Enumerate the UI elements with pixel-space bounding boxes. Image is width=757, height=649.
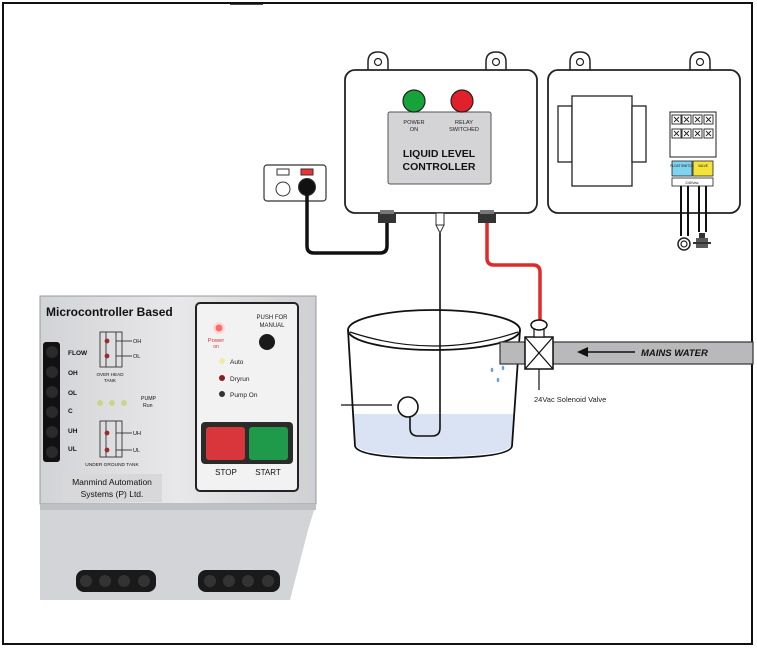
start-button (249, 427, 288, 460)
mains-water-pipe: MAINS WATER (499, 341, 754, 365)
tank-body (347, 329, 521, 459)
float-switch-terminal (671, 160, 693, 177)
power-on-label-1: POWER (403, 120, 424, 126)
valve-symbol-icon (693, 233, 711, 248)
power-outlet (263, 164, 327, 202)
pump-on-led (219, 391, 225, 397)
tank-water (352, 414, 515, 456)
valve-terminal (692, 160, 714, 177)
float-ball (397, 396, 419, 418)
relay-transformer-unit: FLOAT SWITCH VALVE 240Vac (547, 51, 741, 251)
terminal-oh-label: OH (68, 370, 78, 377)
controller-mount-tab-left (367, 51, 389, 70)
push-manual-label-1: PUSH FOR (256, 315, 288, 321)
stop-label: STOP (215, 468, 237, 477)
pump-on-label: Pump On (230, 392, 258, 399)
relay-switched-label-1: RELAY (455, 120, 473, 126)
pump-run-label-1: PUMP (141, 396, 157, 402)
transformer-core-left (557, 105, 573, 163)
solenoid-valve: 24Vac Solenoid Valve (524, 319, 606, 404)
voltage-terminal-label: 240Vac (685, 180, 698, 185)
power-cable (305, 195, 389, 255)
pump-run-led-2 (109, 400, 115, 406)
transformer-body (571, 95, 633, 187)
tank-oh-label: OH (133, 339, 141, 345)
terminal-ul-label: UL (68, 446, 77, 453)
push-manual-label-2: MANUAL (259, 323, 285, 329)
float-sensor-cable (409, 233, 441, 437)
power-on-led (402, 89, 426, 113)
terminal-uh-label: UH (68, 428, 78, 435)
side-terminal-screws (43, 342, 60, 462)
stop-button (206, 427, 245, 460)
auto-label: Auto (230, 359, 244, 366)
water-tank (341, 233, 521, 459)
manual-push-button (259, 334, 275, 350)
controller-title-line-1: LIQUID LEVEL (403, 148, 476, 160)
dryrun-label: Dryrun (230, 376, 250, 383)
relay-switched-label-2: SWITCHED (449, 127, 479, 133)
water-drops (490, 365, 505, 383)
pump-run-led-3 (121, 400, 127, 406)
tank-ol-label: OL (133, 354, 140, 360)
overhead-tank-label-2: TANK (104, 378, 117, 383)
product-heading: Microcontroller Based (46, 305, 173, 319)
controller-unit: POWER ON RELAY SWITCHED LIQUID LEVEL CON… (344, 51, 538, 235)
valve-terminal-label: VALVE (698, 164, 708, 168)
mains-water-label: MAINS WATER (641, 348, 708, 359)
terminal-c-label: C (68, 408, 73, 415)
pump-run-label-2: Run (143, 403, 153, 409)
terminal-ol-label: OL (68, 390, 77, 397)
dryrun-led (219, 375, 225, 381)
controller-title-line-2: CONTROLLER (403, 161, 476, 173)
gland-left (378, 213, 396, 223)
start-label: START (255, 468, 281, 477)
solenoid-valve-label: 24Vac Solenoid Valve (534, 395, 606, 404)
tank-uh-label: UH (133, 431, 141, 437)
power-on-label-2: ON (410, 127, 418, 133)
auto-led (219, 358, 225, 364)
terminal-flow-label: FLOW (68, 350, 88, 357)
gland-right (478, 213, 496, 223)
controller-label-plate (387, 111, 492, 185)
overhead-tank-label-1: OVER HEAD (96, 372, 124, 377)
overhead-tank-icon (99, 331, 132, 368)
product-unit: Microcontroller Based FLOW OH OL C UH UL… (39, 295, 317, 600)
power-on-label-2b: on (213, 344, 219, 350)
gland-middle (435, 212, 445, 226)
pump-run-led-1 (97, 400, 103, 406)
power-on-label-1b: Power (208, 338, 225, 344)
bottom-terminals-right (198, 570, 280, 592)
underground-tank-label: UNDER GROUND TANK (85, 462, 139, 468)
bottom-terminals-left (76, 570, 156, 592)
valve-red-wire (485, 223, 542, 320)
relay-switched-led (450, 89, 474, 113)
tank-lid (347, 309, 521, 351)
transformer-core-right (631, 105, 647, 163)
controller-mount-tab-right (485, 51, 507, 70)
plug-icon (298, 178, 316, 196)
maker-line-1: Manmind Automation (72, 477, 152, 487)
float-switch-terminal-label: FLOAT SWITCH (670, 164, 694, 168)
tank-ul-label: UL (133, 448, 140, 454)
maker-line-2: Systems (P) Ltd. (81, 489, 144, 499)
